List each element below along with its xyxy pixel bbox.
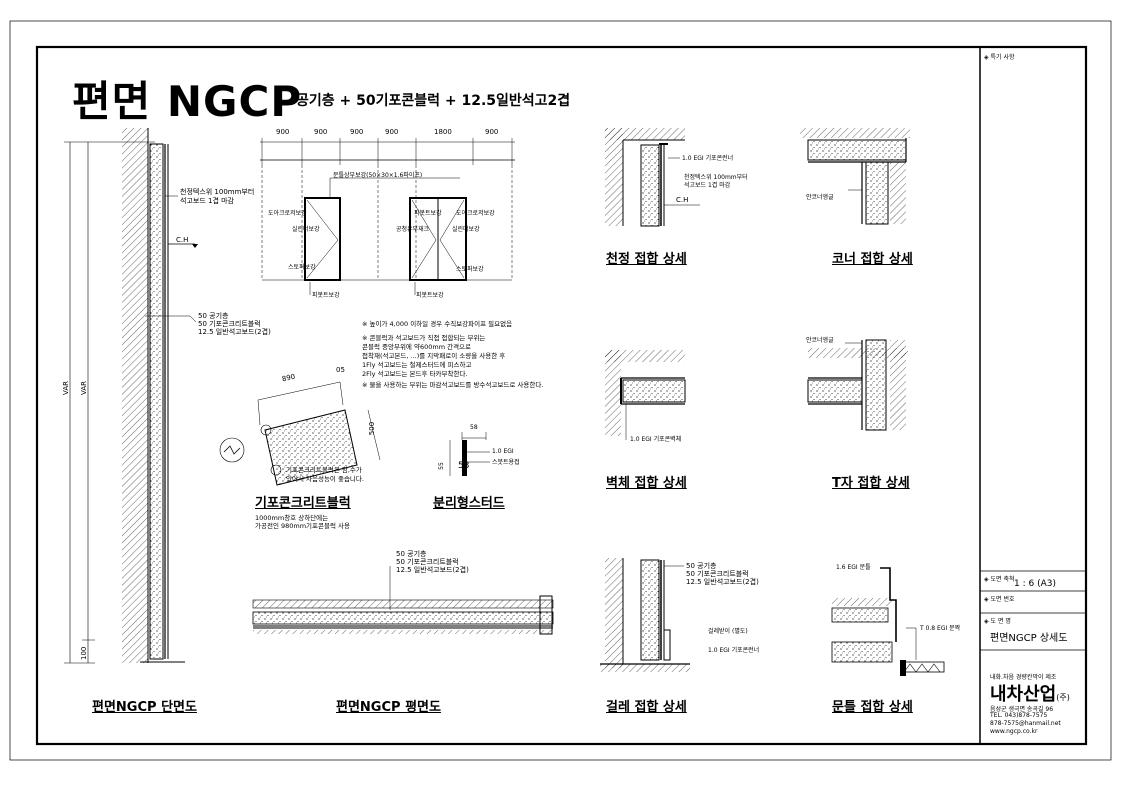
tb-maker-label: 내화.차음 경량칸막이 제조 xyxy=(990,674,1057,681)
note-7: ※ 물을 사용하는 부위는 마감석고보드를 방수석고보드로 사용한다. xyxy=(362,381,544,389)
note-5: 1Fly 석고보드는 철제스터드에 피스하고 xyxy=(362,361,472,369)
note-2: ※ 콘블럭과 석고보드가 직접 접합되는 부위는 xyxy=(362,334,486,342)
frame-egi-2: T 0.8 EGI 문짝 xyxy=(920,625,961,632)
ceil-note-1: 천정텍스위 100mm부터 xyxy=(684,174,748,181)
base-layer-3: 12.5 일반석고보드(2겹) xyxy=(686,578,759,586)
caption-tjoint: T자 접합 상세 xyxy=(832,476,910,491)
door-right-2b: 실린더보강 xyxy=(452,226,480,233)
caption-ceiling: 천정 접합 상세 xyxy=(606,252,687,267)
outer-frame xyxy=(9,20,1112,761)
wall-egi: 1.0 EGI 기포콘벽체 xyxy=(630,436,682,443)
plan-layer-2: 50 기포콘크리트블럭 xyxy=(396,558,459,566)
tb-web: www.ngcp.co.kr xyxy=(990,728,1038,735)
door-right-4: 피봇트보강 xyxy=(416,292,444,299)
dim-900-5: 900 xyxy=(485,128,499,136)
door-left-3: 스토퍼보강 xyxy=(288,264,316,271)
door-right-1: 피봇트보강 xyxy=(414,210,442,217)
ceil-ch: C.H xyxy=(676,196,689,204)
ceil-note-2: 석고보드 1겹 마감 xyxy=(684,182,731,189)
stud-dim-w: 58 xyxy=(470,424,478,431)
stud-dim-h: 55 xyxy=(437,462,445,470)
base-layer-1: 50 공기층 xyxy=(686,562,717,570)
layer-1: 50 공기층 xyxy=(198,312,229,320)
t-angle: 안코너앵글 xyxy=(806,337,834,344)
door-right-3: 스토퍼보강 xyxy=(456,266,484,273)
note-6: 2Fly 석고보드는 본드후 타카부착한다. xyxy=(362,370,468,378)
layer-3: 12.5 일반석고보드(2겹) xyxy=(198,328,271,336)
layer-2: 50 기포콘크리트블럭 xyxy=(198,320,261,328)
block-dim-h: 500 xyxy=(368,421,377,436)
plan-layer-1: 50 공기층 xyxy=(396,550,427,558)
corner-angle: 안코너앵글 xyxy=(806,194,834,201)
ch-label: C.H xyxy=(176,236,189,244)
section-left-hatch xyxy=(122,128,148,663)
var-label-2: VAR xyxy=(80,381,88,395)
caption-frame: 문틀 접합 상세 xyxy=(832,700,913,715)
tb-scale-value: 1 : 6 (A3) xyxy=(1014,579,1056,589)
dim-900-3: 900 xyxy=(350,128,364,136)
ceiling-note-2: 석고보드 1겹 마감 xyxy=(180,197,234,205)
tb-special-label: ◈ 특기 사항 xyxy=(984,54,1015,61)
block-sub-1: 1000mm창호 상하단에는 xyxy=(255,514,329,522)
stud-name: 스붓트용접 xyxy=(492,459,520,466)
dim-1800: 1800 xyxy=(434,128,452,136)
caption-corner: 코너 접합 상세 xyxy=(832,252,913,267)
tb-name-label: ◈ 도 면 명 xyxy=(984,618,1011,625)
caption-wall: 벽체 접합 상세 xyxy=(606,476,687,491)
stud-dim-53: 53 xyxy=(458,461,470,471)
base-note: 걸레받이 (별도) xyxy=(708,628,748,635)
var-label-1: VAR xyxy=(62,381,70,395)
block-dim-t: 05 xyxy=(336,366,345,374)
block-note-1: 기포콘크리트블럭은 암,수가 xyxy=(286,466,362,474)
door-right-1b: 도아크로저보강 xyxy=(456,210,495,217)
tb-address: 음성군 생극면 송곡길 96 xyxy=(990,706,1054,713)
inner-frame xyxy=(35,45,1088,746)
ceiling-egi: 1.0 EGI 기포콘런너 xyxy=(682,155,734,162)
caption-block: 기포콘크리트블럭 xyxy=(255,496,351,511)
caption-section: 편면NGCP 단면도 xyxy=(92,700,197,715)
caption-base: 걸레 접합 상세 xyxy=(606,700,687,715)
dim-100: 100 xyxy=(80,646,88,660)
base-egi: 1.0 EGI 기포콘런너 xyxy=(708,647,760,654)
caption-stud: 분리형스터드 xyxy=(433,496,505,511)
tb-company: 내차산업(주) xyxy=(990,684,1070,705)
door-left-1: 도아크로저보강 xyxy=(268,210,307,217)
dim-900-1: 900 xyxy=(276,128,290,136)
dim-900-2: 900 xyxy=(314,128,328,136)
ceiling-note-1: 천정텍스위 100mm부터 xyxy=(180,188,255,196)
door-top-label: 문틀상부보강(50×30×1.6파이프) xyxy=(333,172,423,179)
page-title: 편면 NGCP xyxy=(72,77,303,126)
plan-layer-3: 12.5 일반석고보드(2겹) xyxy=(396,566,469,574)
tb-name-value: 편면NGCP 상세도 xyxy=(990,633,1068,644)
door-right-2: 공청유부재크 xyxy=(396,226,430,233)
page-subtitle: 공기층 + 50기포콘블럭 + 12.5일반석고2겹 xyxy=(296,93,571,109)
stud-egi: 1.0 EGI xyxy=(492,448,514,455)
tb-number-label: ◈ 도면 번호 xyxy=(984,596,1015,603)
door-left-2: 실린더보강 xyxy=(292,226,320,233)
frame-egi-1: 1.6 EGI 문틀 xyxy=(836,564,871,571)
base-layer-2: 50 기포콘크리트블럭 xyxy=(686,570,749,578)
section-block xyxy=(149,143,164,660)
dim-900-4: 900 xyxy=(385,128,399,136)
block-note-2: 있어서 차음성능이 좋습니다. xyxy=(286,475,364,483)
note-1: ※ 높이가 4,000 이하일 경우 수직보강파이프 필요없음 xyxy=(362,320,513,328)
door-left-4: 피봇트보강 xyxy=(312,292,340,299)
block-sub-2: 가공전인 980mm기포콘블럭 사용 xyxy=(255,522,350,530)
caption-plan: 편면NGCP 평면도 xyxy=(336,700,441,715)
tb-scale-label: ◈ 도면 축척 xyxy=(984,576,1015,583)
note-3: 콘블럭 중앙부위에 약600mm 간격으로 xyxy=(362,343,472,351)
note-4: 접착재(석고본드, ...)를 지막패로이 소량을 사용한 후 xyxy=(362,352,506,360)
tb-tel: TEL. 043)878-7575 xyxy=(990,712,1048,719)
tb-email: 878-7575@hanmail.net xyxy=(990,720,1061,727)
